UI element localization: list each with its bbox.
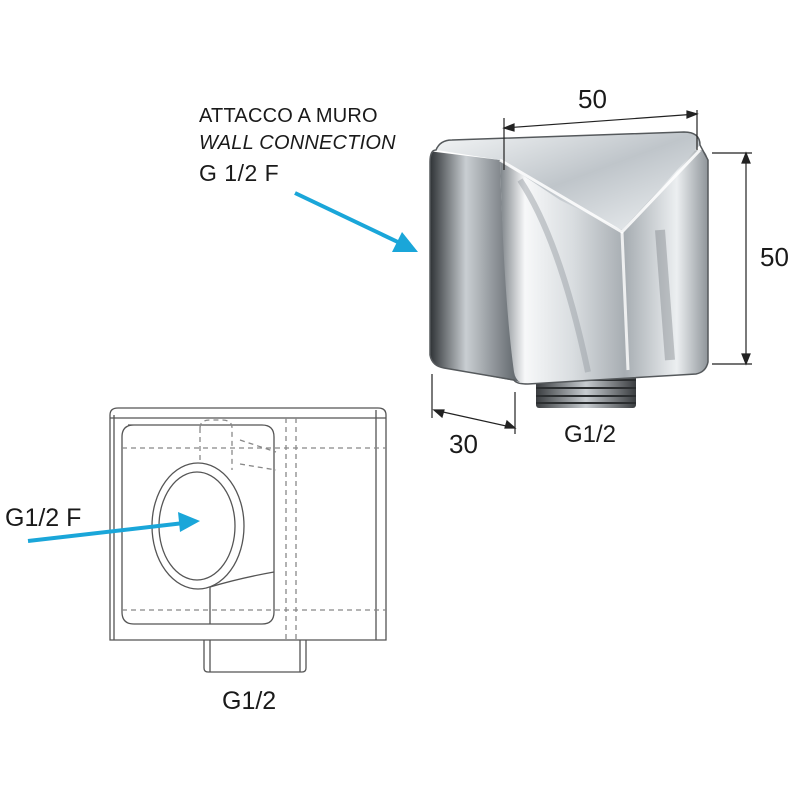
arrow-right-icon: [294, 191, 418, 252]
dimension-depth-value: 30: [449, 429, 478, 459]
dimension-height: [712, 151, 752, 366]
label-thread-outlet-drawing: G1/2: [222, 687, 277, 715]
label-english: WALL CONNECTION: [199, 132, 396, 154]
label-thread-outlet-photo: G1/2: [564, 421, 617, 448]
body-outline: [109, 407, 387, 641]
label-thread-inlet: G 1/2 F: [199, 160, 280, 186]
dimension-height-value: 50: [760, 242, 789, 272]
dimension-depth: [431, 374, 517, 434]
label-italian: ATTACCO A MURO: [199, 105, 378, 127]
top-face: [436, 132, 700, 230]
side-face: [430, 151, 520, 382]
technical-drawing: [109, 407, 387, 673]
outlet-nipple: [203, 640, 307, 673]
arrow-right-icon: [27, 512, 200, 543]
wall-connection-render: [429, 131, 709, 408]
label-thread-inlet-drawing: G1/2 F: [5, 504, 82, 532]
front-face: [500, 150, 708, 384]
dimension-width-value: 50: [578, 84, 607, 114]
dimension-width: [502, 110, 699, 170]
